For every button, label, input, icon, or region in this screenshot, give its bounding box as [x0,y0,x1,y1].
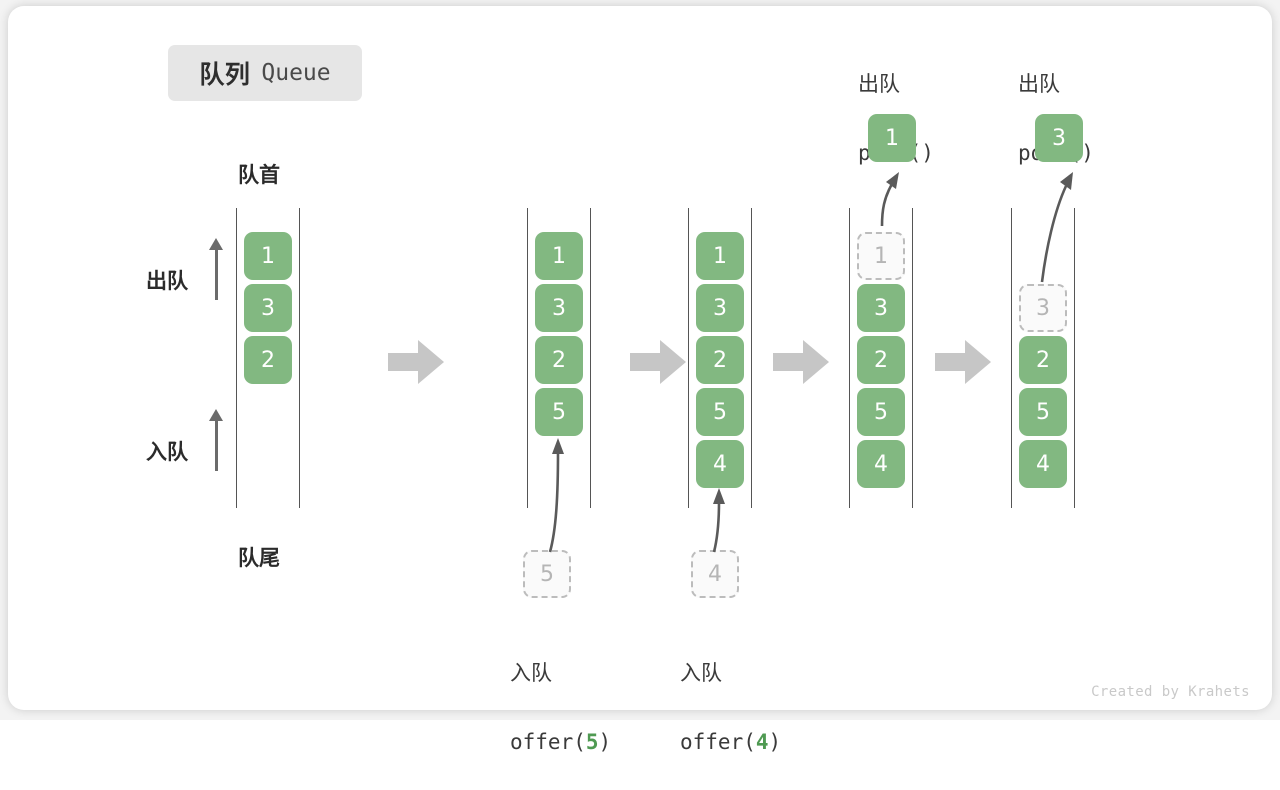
queue-cell: 2 [857,336,905,384]
op-offer-4-close: ) [768,730,782,754]
op-offer-4-chinese: 入队 [680,662,722,685]
rail-left [688,208,689,508]
op-offer-5-close: ) [598,730,612,754]
step-arrow-icon [935,340,991,384]
enqueue-direction-arrow-icon [209,409,223,471]
queue-cell-removed: 3 [1019,284,1067,332]
op-poll-2-chinese: 出队 [1018,73,1060,96]
title-english: Queue [261,60,331,86]
queue-cell: 2 [244,336,292,384]
queue-cell: 2 [1019,336,1067,384]
op-offer-4-fn: offer( [680,730,756,754]
queue-cell: 3 [535,284,583,332]
step-arrow-icon [630,340,686,384]
queue-cell: 5 [857,388,905,436]
op-poll-1-chinese: 出队 [858,73,900,96]
queue-cell: 2 [535,336,583,384]
queue-cell: 5 [1019,388,1067,436]
incoming-element-4: 4 [691,550,739,598]
queue-cell: 4 [696,440,744,488]
queue-cell: 1 [535,232,583,280]
dequeue-connector-arrow-1 [880,172,899,227]
op-offer-5-fn: offer( [510,730,586,754]
queue-cell: 2 [696,336,744,384]
op-offer-5-arg: 5 [585,730,599,754]
dequeue-connector-arrow-3 [1040,172,1073,283]
queue-cell: 1 [244,232,292,280]
queue-head-label: 队首 [238,164,280,187]
rail-left [236,208,237,508]
queue-column-state-after-offer-5: 1 3 2 5 [527,208,591,508]
queue-cell: 5 [535,388,583,436]
dequeue-direction-label: 出队 [146,270,188,293]
rail-right [1074,208,1075,508]
queue-cell: 5 [696,388,744,436]
op-offer-4-code: offer(4) [680,730,781,754]
enqueue-connector-arrow-4 [712,488,725,553]
incoming-element-5: 5 [523,550,571,598]
op-label-offer-4: 入队 offer(4) [680,621,781,790]
credit-text: Created by Krahets [1091,684,1250,700]
rail-left [1011,208,1012,508]
queue-cell: 3 [244,284,292,332]
enqueue-connector-arrow-5 [548,438,564,553]
rail-right [751,208,752,508]
step-arrow-icon [388,340,444,384]
queue-column-state-after-offer-4: 1 3 2 5 4 [688,208,752,508]
step-arrow-icon [773,340,829,384]
rail-right [912,208,913,508]
queue-cell: 1 [696,232,744,280]
op-label-offer-5: 入队 offer(5) [510,621,611,790]
op-offer-5-code: offer(5) [510,730,611,754]
queue-cell: 4 [1019,440,1067,488]
dequeue-direction-arrow-icon [209,238,223,300]
outgoing-element-1: 1 [868,114,916,162]
title-chinese: 队列 [199,61,251,89]
queue-cell: 3 [857,284,905,332]
queue-tail-label: 队尾 [238,547,280,570]
outgoing-element-3: 3 [1035,114,1083,162]
queue-cell-removed: 1 [857,232,905,280]
queue-column-state-after-poll-1: 1 3 2 5 4 [849,208,913,508]
op-offer-4-arg: 4 [755,730,769,754]
op-offer-5-chinese: 入队 [510,662,552,685]
rail-left [849,208,850,508]
rail-right [590,208,591,508]
diagram-title-badge: 队列 Queue [168,45,362,101]
queue-cell: 4 [857,440,905,488]
enqueue-direction-label: 入队 [146,441,188,464]
queue-cell: 3 [696,284,744,332]
diagram-canvas: 队列 Queue 出队 poll() 出队 poll() 入队 offer(5)… [0,0,1280,754]
rail-left [527,208,528,508]
queue-column-state-initial: 1 3 2 [236,208,300,508]
queue-column-state-after-poll-3: 3 2 5 4 [1011,208,1075,508]
rail-right [299,208,300,508]
